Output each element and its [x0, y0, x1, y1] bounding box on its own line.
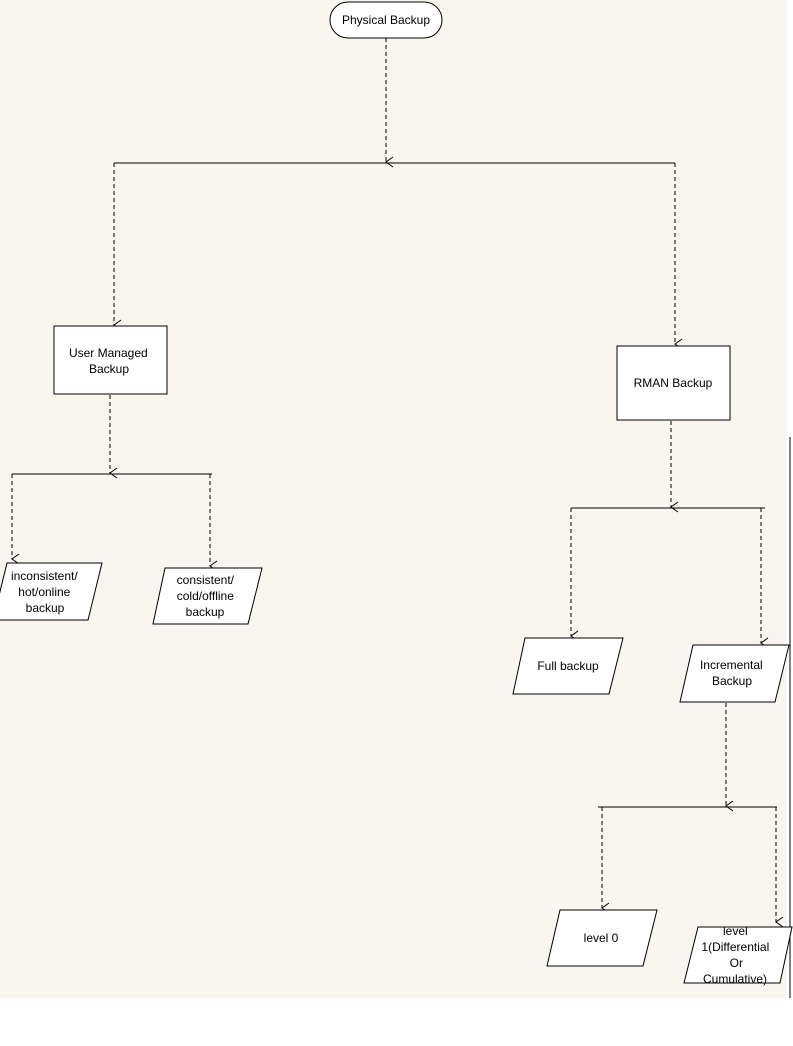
node-incremental-backup[interactable]: Incremental Backup — [679, 644, 790, 703]
node-label: consistent/ cold/offline backup — [177, 573, 238, 619]
data-shape — [679, 644, 790, 703]
process-shape — [616, 345, 731, 421]
node-label: Incremental Backup — [700, 658, 766, 688]
node-physical-backup[interactable]: Physical Backup — [329, 1, 443, 39]
node-label: Full backup — [537, 659, 599, 673]
node-consistent-backup[interactable]: consistent/ cold/offline backup — [152, 567, 263, 625]
data-shape — [546, 909, 658, 967]
node-label: level 0 — [584, 931, 619, 945]
data-shape — [683, 926, 793, 984]
node-full-backup[interactable]: Full backup — [512, 637, 624, 695]
node-level-1[interactable]: level 1(Differential Or Cumulative) — [683, 924, 793, 986]
node-label: User Managed Backup — [69, 346, 151, 376]
data-shape — [152, 567, 263, 625]
page-margin-bottom — [0, 998, 793, 1046]
node-label: inconsistent/ hot/online backup — [11, 569, 81, 615]
connectors — [11, 38, 784, 928]
data-shape — [512, 637, 624, 695]
diagram-background — [0, 0, 787, 998]
node-rman-backup[interactable]: RMAN Backup — [616, 345, 731, 421]
data-shape — [0, 562, 103, 621]
node-label: Physical Backup — [342, 13, 430, 27]
node-level-0[interactable]: level 0 — [546, 909, 658, 967]
node-user-managed-backup[interactable]: User Managed Backup — [53, 325, 168, 395]
node-label: RMAN Backup — [634, 376, 713, 390]
terminal-shape — [329, 1, 443, 39]
node-inconsistent-backup[interactable]: inconsistent/ hot/online backup — [0, 562, 103, 621]
process-shape — [53, 325, 168, 395]
node-label: level 1(Differential Or Cumulative) — [701, 924, 772, 986]
